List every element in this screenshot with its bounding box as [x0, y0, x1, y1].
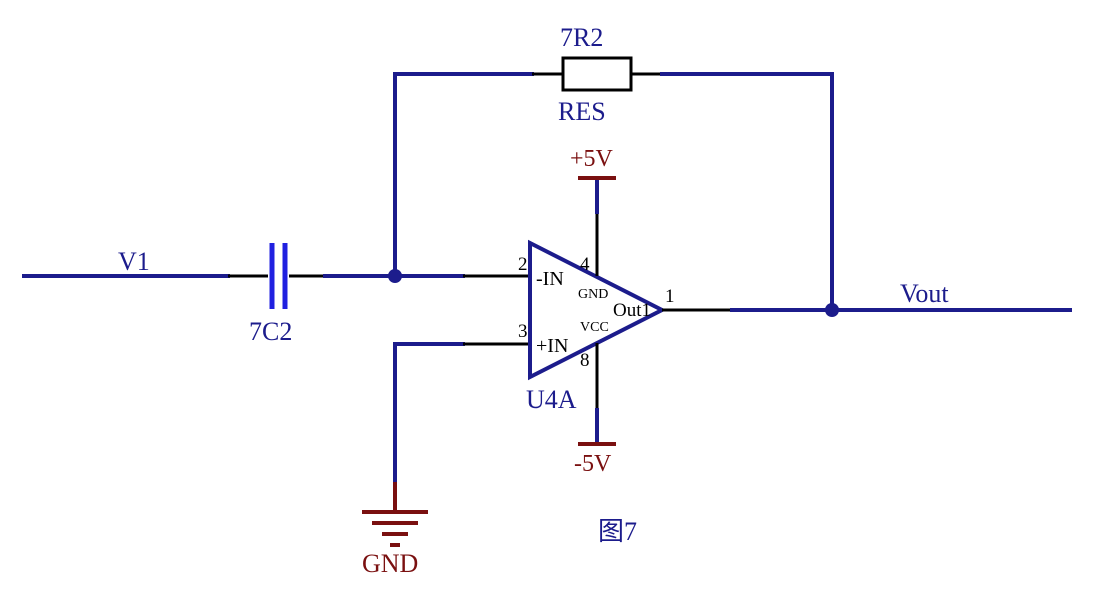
figure-caption: 图7 — [598, 517, 637, 546]
net-label-ground: GND — [362, 549, 418, 578]
opamp-noninverting-input-label: +IN — [536, 335, 568, 357]
opamp-designator: U4A — [526, 385, 577, 414]
feedback-wire-right — [660, 72, 834, 312]
opamp-gnd-pin-label: GND — [578, 287, 608, 302]
pin-number-output: 1 — [665, 286, 675, 307]
feedback-wire-left — [393, 72, 534, 278]
ground-symbol — [362, 482, 428, 547]
capacitor-7c2 — [269, 243, 288, 309]
pin-number-noninverting: 3 — [518, 321, 528, 342]
ground-wire — [393, 342, 465, 484]
pin-number-inverting: 2 — [518, 254, 528, 275]
net-label-positive-supply: +5V — [570, 146, 614, 172]
pin-number-top: 4 — [580, 254, 590, 275]
net-label-v1: V1 — [118, 247, 150, 276]
net-label-negative-supply: -5V — [574, 451, 612, 477]
junction-dot-input — [388, 269, 402, 283]
resistor-designator: 7R2 — [560, 23, 603, 52]
opamp-output-label: Out1 — [613, 300, 651, 321]
net-label-vout: Vout — [900, 279, 949, 308]
opamp-inverting-input-label: -IN — [536, 268, 564, 290]
pin-number-bottom: 8 — [580, 350, 590, 371]
resistor-type: RES — [558, 97, 606, 126]
capacitor-designator: 7C2 — [249, 317, 292, 346]
opamp-vcc-pin-label: VCC — [580, 320, 609, 335]
resistor-7r2 — [561, 56, 633, 92]
